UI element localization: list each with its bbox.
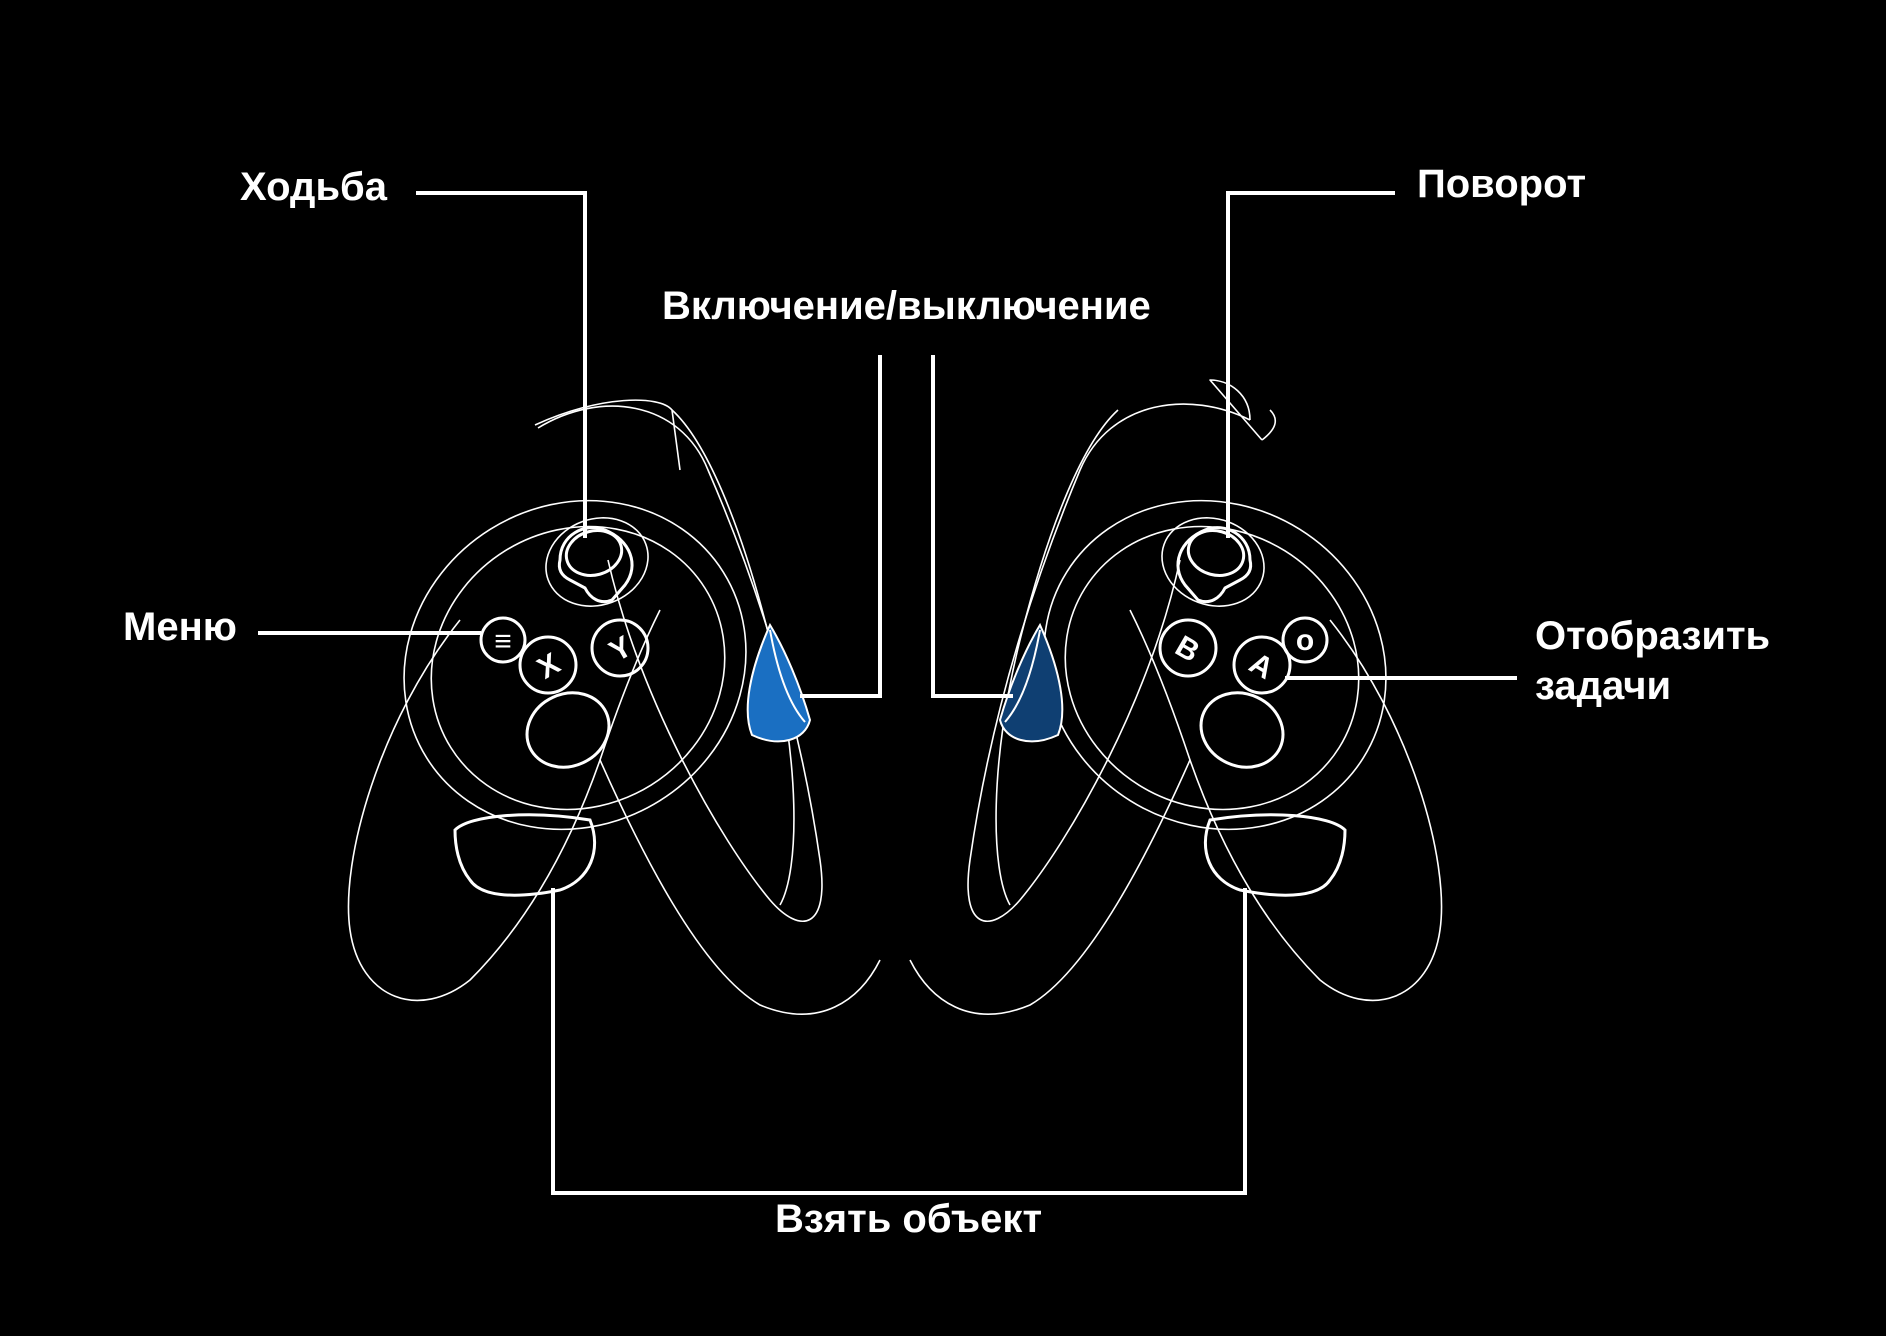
grab-bracket-line xyxy=(551,888,1247,1195)
left-thumb-rest xyxy=(525,691,611,769)
turn-leader-line xyxy=(1226,191,1395,538)
svg-text:B: B xyxy=(1170,630,1205,669)
svg-text:≡: ≡ xyxy=(494,625,512,658)
left-controller: ≡ X Y xyxy=(347,399,881,1015)
left-menu-button[interactable]: ≡ xyxy=(479,616,527,664)
svg-text:A: A xyxy=(1244,647,1279,686)
left-face-plate xyxy=(403,499,747,831)
label-menu: Меню xyxy=(123,605,237,649)
right-thumbstick xyxy=(1161,517,1265,607)
left-x-button[interactable]: X xyxy=(518,635,578,695)
right-b-button[interactable]: B xyxy=(1158,618,1218,678)
power-leader-line-left xyxy=(800,355,882,698)
left-grip-trigger[interactable] xyxy=(453,813,596,897)
svg-text:Y: Y xyxy=(604,630,638,669)
walk-leader-line xyxy=(416,191,587,538)
label-show-tasks-line2: задачи xyxy=(1535,664,1672,708)
power-leader-line-right xyxy=(931,355,1013,698)
left-thumbstick xyxy=(545,517,649,607)
right-home-button[interactable]: o xyxy=(1281,616,1329,664)
left-y-button[interactable]: Y xyxy=(590,618,650,678)
label-power: Включение/выключение xyxy=(662,284,1151,328)
left-handle xyxy=(347,619,881,1015)
svg-text:X: X xyxy=(532,647,566,686)
right-thumb-rest xyxy=(1199,691,1285,769)
svg-text:o: o xyxy=(1296,624,1314,657)
label-grab: Взять объект xyxy=(775,1197,1043,1241)
right-face-plate xyxy=(1043,499,1387,831)
right-handle xyxy=(909,619,1443,1015)
label-walk: Ходьба xyxy=(240,165,387,209)
left-tracking-ring xyxy=(537,405,823,923)
label-show-tasks-line1: Отобразить xyxy=(1535,614,1771,658)
right-index-trigger[interactable] xyxy=(998,622,1064,743)
label-turn: Поворот xyxy=(1417,162,1587,206)
left-index-trigger[interactable] xyxy=(746,622,812,743)
right-a-button[interactable]: A xyxy=(1232,635,1292,695)
right-grip-trigger[interactable] xyxy=(1204,813,1347,897)
right-tracking-ring xyxy=(967,403,1251,923)
